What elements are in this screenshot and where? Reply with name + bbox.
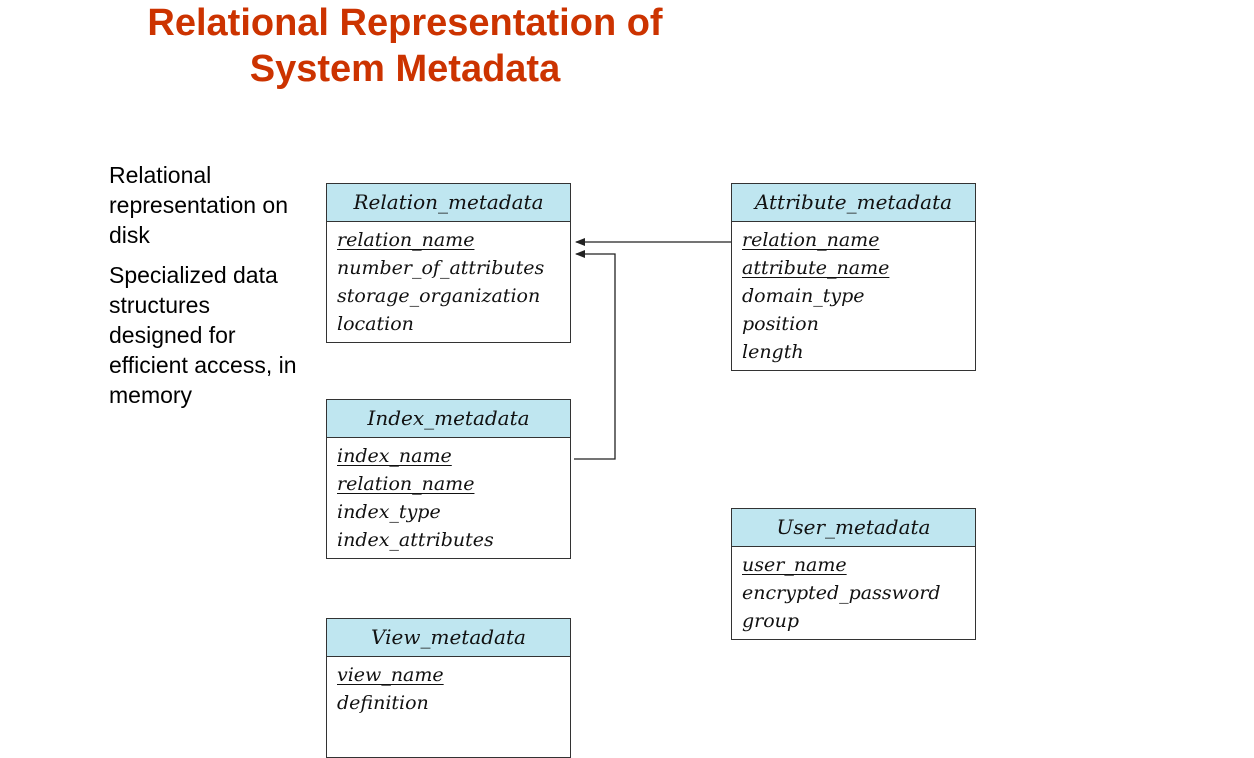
fk-arrow-index-to-relation	[574, 250, 616, 460]
attribute-metadata-body: relation_name attribute_name domain_type…	[732, 222, 975, 370]
note-relational-representation: Relational representation on disk	[109, 162, 289, 248]
user-metadata-attr-user-name: user_name	[742, 554, 847, 576]
user-metadata-attr-group: group	[742, 610, 800, 632]
relation-metadata-attr-relation-name: relation_name	[337, 229, 475, 251]
user-metadata-attr-encrypted-password: encrypted_password	[742, 582, 941, 604]
attribute-metadata-attr-attribute-name: attribute_name	[742, 257, 890, 279]
index-metadata-attr-index-type: index_type	[337, 501, 441, 523]
index-metadata-table: Index_metadata index_name relation_name …	[326, 399, 571, 559]
view-metadata-attr-view-name: view_name	[337, 664, 444, 686]
user-metadata-header: User_metadata	[732, 509, 975, 547]
attribute-metadata-header: Attribute_metadata	[732, 184, 975, 222]
foreign-key-connectors	[574, 238, 731, 460]
attribute-metadata-attr-relation-name: relation_name	[742, 229, 880, 251]
relation-metadata-attr-location: location	[337, 313, 414, 335]
slide-title: Relational Representation of System Meta…	[130, 0, 680, 92]
relation-metadata-header: Relation_metadata	[327, 184, 570, 222]
index-metadata-attr-index-name: index_name	[337, 445, 452, 467]
relation-metadata-attr-number-of-attributes: number_of_attributes	[337, 257, 545, 279]
relation-metadata-attr-storage-organization: storage_organization	[337, 285, 541, 307]
relation-metadata-table: Relation_metadata relation_name number_o…	[326, 183, 571, 343]
index-metadata-attr-index-attributes: index_attributes	[337, 529, 494, 551]
attribute-metadata-attr-length: length	[742, 341, 804, 363]
slide-title-line-2: System Metadata	[249, 48, 561, 90]
attribute-metadata-table: Attribute_metadata relation_name attribu…	[731, 183, 976, 371]
index-metadata-body: index_name relation_name index_type inde…	[327, 438, 570, 558]
index-metadata-attr-relation-name: relation_name	[337, 473, 475, 495]
note-specialized-structures: Specialized data structures designed for…	[109, 262, 297, 408]
user-metadata-table: User_metadata user_name encrypted_passwo…	[731, 508, 976, 640]
attribute-metadata-attr-position: position	[742, 313, 819, 335]
relation-metadata-body: relation_name number_of_attributes stora…	[327, 222, 570, 342]
slide-title-line-1: Relational Representation of	[147, 2, 663, 44]
view-metadata-header: View_metadata	[327, 619, 570, 657]
user-metadata-body: user_name encrypted_password group	[732, 547, 975, 639]
attribute-metadata-attr-domain-type: domain_type	[742, 285, 865, 307]
index-metadata-header: Index_metadata	[327, 400, 570, 438]
